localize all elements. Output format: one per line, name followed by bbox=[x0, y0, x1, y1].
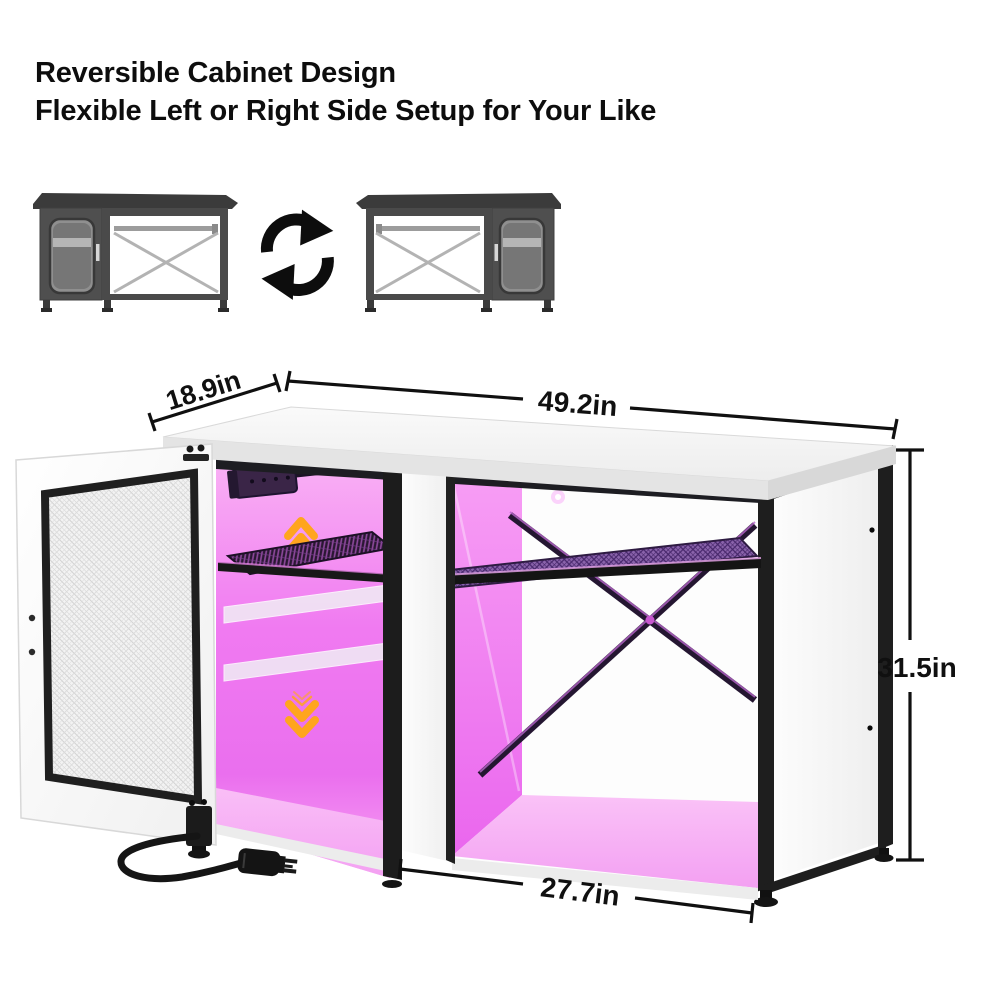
foot-center bbox=[382, 880, 402, 888]
power-plug-icon bbox=[237, 848, 298, 877]
headline: Reversible Cabinet Design Flexible Left … bbox=[35, 54, 656, 130]
plug-prong bbox=[284, 858, 298, 864]
left-compartment bbox=[216, 461, 395, 878]
tabletop-front-edge bbox=[163, 437, 768, 500]
tabletop-right-edge bbox=[768, 446, 896, 500]
wall-crease bbox=[452, 486, 521, 792]
thumbnail-cabinet-right bbox=[354, 191, 563, 314]
door-bottom-hinge bbox=[186, 799, 212, 859]
shelf-rail-highlight bbox=[217, 561, 393, 575]
pink-floor-right bbox=[452, 795, 758, 888]
chevron-down-icon bbox=[285, 691, 319, 738]
center-post bbox=[383, 468, 402, 880]
dim-depth-line bbox=[147, 373, 282, 432]
dim-depth-label: 18.9in bbox=[162, 365, 244, 416]
plug-prong bbox=[283, 864, 293, 869]
leg-front-right bbox=[760, 890, 772, 899]
led-light-dot bbox=[555, 494, 561, 500]
wire-mesh-shelf-rail bbox=[218, 562, 392, 583]
frame-post-front bbox=[756, 486, 774, 892]
right-compartment bbox=[403, 478, 762, 900]
dim-front-width-line bbox=[397, 858, 755, 924]
frame-post-back bbox=[878, 445, 893, 850]
dim-width-line bbox=[284, 370, 899, 440]
door-top-hinge bbox=[183, 444, 209, 461]
frame-bolt bbox=[869, 527, 875, 533]
dimension-lines bbox=[147, 370, 924, 924]
cabinet-door bbox=[15, 443, 217, 859]
door-screw bbox=[28, 648, 36, 656]
side-panel-face bbox=[770, 456, 882, 880]
baseboard-left bbox=[216, 824, 390, 872]
leg-back-right bbox=[879, 848, 889, 855]
thumbnail-cabinet-left bbox=[31, 191, 240, 314]
shelf-rail-highlight bbox=[423, 557, 762, 577]
headline-line2: Flexible Left or Right Side Setup for Yo… bbox=[35, 95, 657, 127]
power-cord bbox=[117, 832, 245, 883]
x-brace-tie bbox=[645, 615, 655, 625]
mesh-shelf-rail bbox=[424, 558, 761, 586]
door-screw bbox=[28, 614, 36, 622]
foot-door-leg bbox=[188, 849, 210, 859]
divider-trim-right bbox=[446, 474, 455, 864]
foot-front-right bbox=[754, 897, 778, 907]
dim-height-line bbox=[896, 448, 924, 862]
divider-panel bbox=[382, 468, 455, 888]
door-mesh-panel bbox=[40, 468, 203, 805]
tabletop bbox=[162, 406, 897, 500]
swap-arrows-icon bbox=[260, 209, 334, 300]
led-glow-wall bbox=[452, 478, 522, 856]
baseboard-right bbox=[452, 858, 758, 900]
dim-width-label: 49.2in bbox=[537, 385, 619, 422]
headline-line1: Reversible Cabinet Design bbox=[35, 57, 396, 89]
frame-rail-bottom bbox=[760, 844, 886, 896]
right-side-panel bbox=[754, 445, 894, 907]
frame-bolt bbox=[867, 725, 873, 731]
foot-back-right bbox=[874, 854, 894, 862]
dim-height-label: 31.5in bbox=[877, 652, 956, 683]
main-cabinet bbox=[15, 406, 897, 907]
plug-prong bbox=[283, 868, 297, 874]
